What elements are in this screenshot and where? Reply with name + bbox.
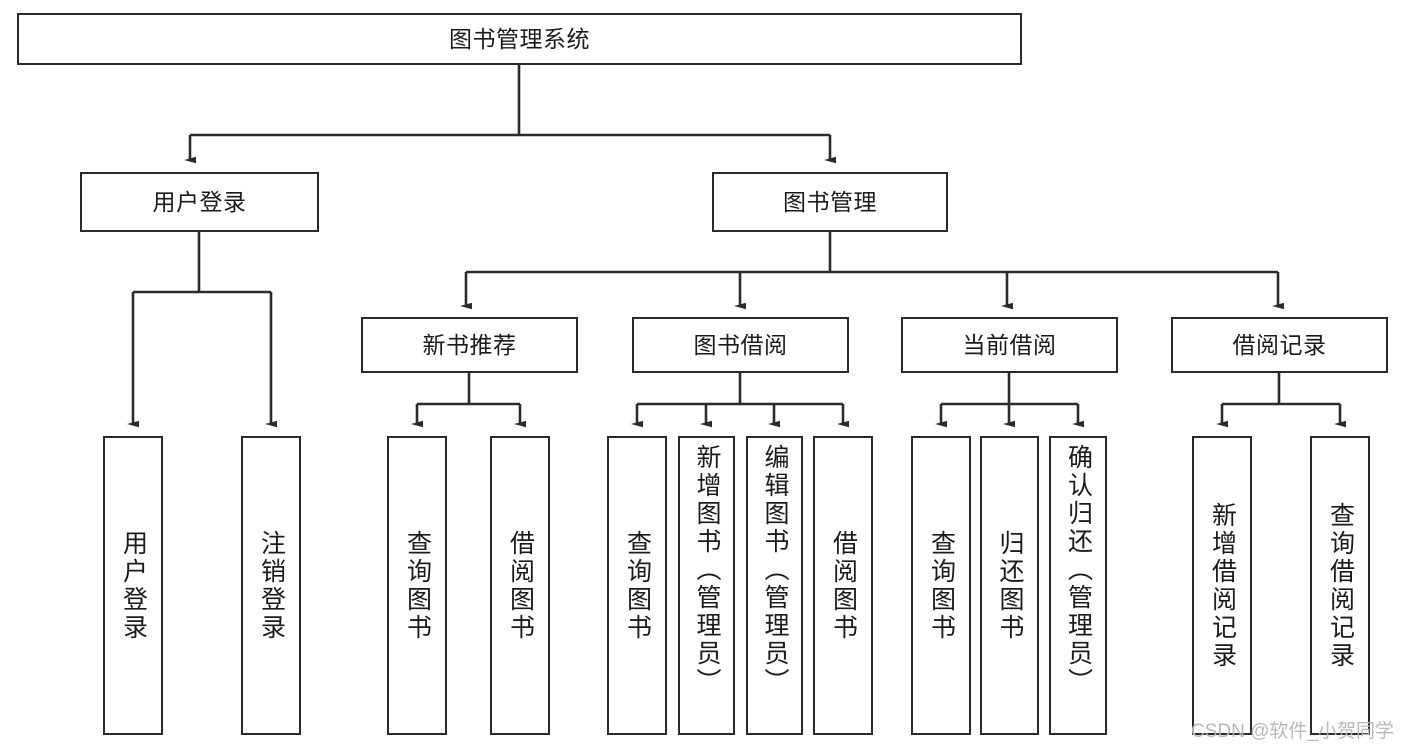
node-label: 注销登录 xyxy=(257,529,286,642)
leaf-query-book-current[interactable]: 查询图书 xyxy=(911,436,971,735)
node-label: 新书推荐 xyxy=(422,331,517,358)
node-book-management[interactable]: 图书管理 xyxy=(712,172,948,232)
node-label: 查询图书 xyxy=(927,529,956,642)
node-label: 编辑图书（管理员） xyxy=(761,444,789,696)
leaf-user-login[interactable]: 用户登录 xyxy=(103,436,163,735)
node-label: 图书管理系统 xyxy=(449,25,590,52)
node-label: 借阅记录 xyxy=(1232,331,1327,358)
node-book-borrow[interactable]: 图书借阅 xyxy=(632,317,849,373)
leaf-return-book[interactable]: 归还图书 xyxy=(980,436,1039,735)
leaf-logout[interactable]: 注销登录 xyxy=(241,436,301,735)
node-label: 当前借阅 xyxy=(962,331,1057,358)
node-label: 用户登录 xyxy=(152,188,247,215)
node-borrow-record[interactable]: 借阅记录 xyxy=(1171,317,1388,373)
leaf-edit-book-admin[interactable]: 编辑图书（管理员） xyxy=(746,436,803,735)
node-current-borrow[interactable]: 当前借阅 xyxy=(901,317,1118,373)
node-label: 查询图书 xyxy=(403,529,432,642)
leaf-borrow-book-new-rec[interactable]: 借阅图书 xyxy=(490,436,550,735)
node-label: 图书管理 xyxy=(783,188,877,215)
leaf-borrow-book-borrow[interactable]: 借阅图书 xyxy=(813,436,873,735)
leaf-add-book-admin[interactable]: 新增图书（管理员） xyxy=(678,436,735,735)
leaf-query-book-borrow[interactable]: 查询图书 xyxy=(607,436,667,735)
leaf-query-book-new-rec[interactable]: 查询图书 xyxy=(387,436,447,735)
node-user-login[interactable]: 用户登录 xyxy=(80,172,319,232)
node-label: 新增图书（管理员） xyxy=(693,444,721,696)
node-label: 归还图书 xyxy=(996,529,1024,642)
node-root-book-management-system[interactable]: 图书管理系统 xyxy=(17,13,1022,65)
node-new-book-recommendation[interactable]: 新书推荐 xyxy=(361,317,578,373)
node-label: 查询图书 xyxy=(623,529,652,642)
leaf-confirm-return-admin[interactable]: 确认归还（管理员） xyxy=(1049,436,1107,735)
csdn-watermark: CSDN @软件_小贺同学 xyxy=(1191,721,1394,742)
node-label: 查询借阅记录 xyxy=(1326,501,1355,670)
node-label: 图书借阅 xyxy=(693,331,788,358)
leaf-add-borrow-record[interactable]: 新增借阅记录 xyxy=(1192,436,1252,735)
node-label: 用户登录 xyxy=(119,529,148,642)
node-label: 借阅图书 xyxy=(829,529,858,642)
leaf-query-borrow-record[interactable]: 查询借阅记录 xyxy=(1310,436,1370,735)
node-label: 借阅图书 xyxy=(506,529,535,642)
node-label: 新增借阅记录 xyxy=(1208,501,1237,670)
node-label: 确认归还（管理员） xyxy=(1064,444,1093,696)
